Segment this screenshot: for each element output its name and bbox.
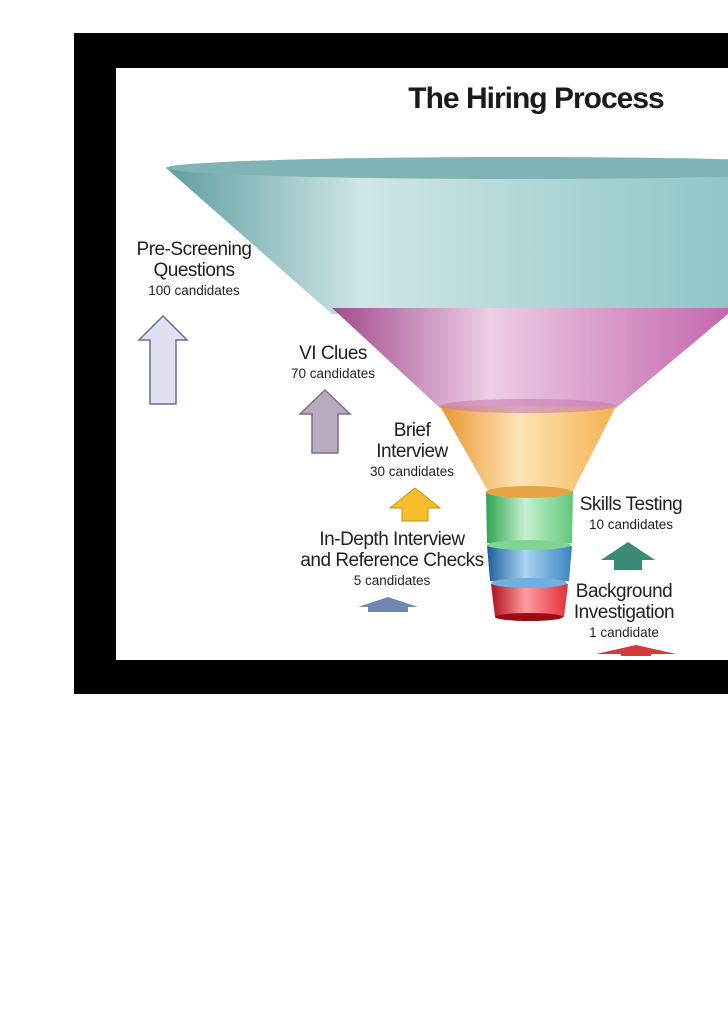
- stage-label-pre-screening: Pre-Screening Questions 100 candidates: [124, 240, 264, 299]
- funnel-stage-4: [486, 491, 573, 543]
- diagram-title: The Hiring Process: [366, 82, 706, 116]
- stage-count: 5 candidates: [292, 574, 492, 589]
- stage-name: Investigation: [564, 603, 684, 624]
- up-arrow-icon: [358, 597, 418, 612]
- up-arrow-icon: [596, 645, 676, 654]
- stage-label-background-investigation: Background Investigation 1 candidate: [564, 582, 684, 641]
- funnel-stage-5: [487, 546, 572, 581]
- stage-name: VI Clues: [280, 344, 386, 365]
- stage-count: 70 candidates: [280, 367, 386, 382]
- stage-name: and Reference Checks: [292, 551, 492, 572]
- up-arrow-icon: [300, 390, 350, 453]
- up-arrow-icon: [601, 542, 655, 570]
- stage-count: 100 candidates: [124, 284, 264, 299]
- stage-name: Questions: [124, 261, 264, 282]
- stage-name: Brief: [356, 421, 468, 442]
- stage-name: Interview: [356, 442, 468, 463]
- up-arrow-icon: [390, 488, 440, 521]
- stage-name: Background: [564, 582, 684, 603]
- stage-name: Pre-Screening: [124, 240, 264, 261]
- funnel-stage-6: [491, 584, 568, 617]
- stage-count: 1 candidate: [564, 626, 684, 641]
- hiring-funnel-diagram: The Hiring Process Pre-Screening Questio…: [116, 68, 728, 660]
- stage-name: In-Depth Interview: [292, 530, 492, 551]
- stage-label-brief-interview: Brief Interview 30 candidates: [356, 421, 468, 480]
- stage-label-in-depth-interview: In-Depth Interview and Reference Checks …: [292, 530, 492, 589]
- stage-label-skills-testing: Skills Testing 10 candidates: [568, 495, 694, 533]
- funnel-stage-2: [332, 308, 728, 408]
- stage-name: Skills Testing: [568, 495, 694, 516]
- stage-count: 30 candidates: [356, 465, 468, 480]
- stage-label-vi-clues: VI Clues 70 candidates: [280, 344, 386, 382]
- up-arrow-icon: [139, 316, 187, 404]
- stage-count: 10 candidates: [568, 518, 694, 533]
